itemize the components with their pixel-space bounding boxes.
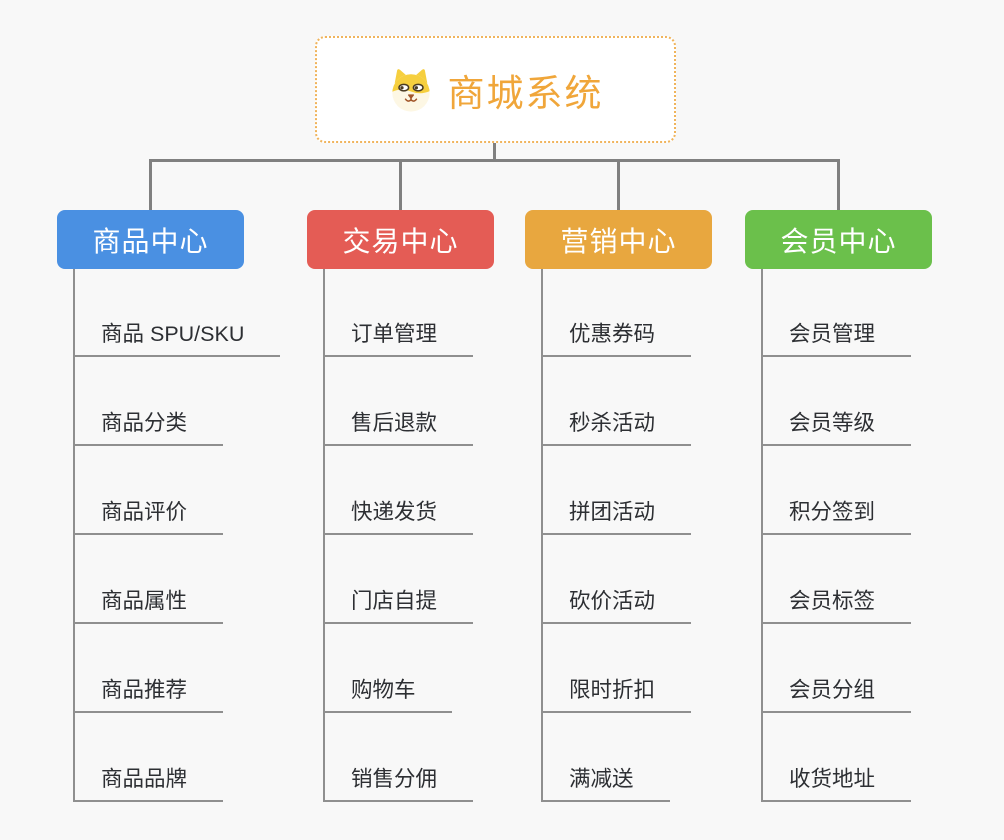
topic-label: 秒杀活动	[569, 411, 656, 435]
root-title: 商城系统	[447, 72, 604, 114]
topic-item[interactable]: 商品 SPU/SKU	[73, 313, 281, 357]
topic-label: 满减送	[569, 767, 634, 791]
topic-label: 订单管理	[351, 322, 438, 346]
topic-label: 会员标签	[789, 589, 876, 613]
branch-product-center: 商品中心 商品 SPU/SKU 商品分类 商品评价 商品属性 商品推荐 商品品牌	[57, 210, 307, 810]
topic-item[interactable]: 会员标签	[761, 580, 912, 624]
topic-label: 商品品牌	[101, 767, 188, 791]
connector-drop-marketing	[617, 159, 620, 212]
topic-item[interactable]: 订单管理	[323, 313, 474, 357]
topic-item[interactable]: 积分签到	[761, 491, 912, 535]
topic-label: 商品分类	[101, 411, 188, 435]
topic-item[interactable]: 销售分佣	[323, 758, 474, 802]
topic-item[interactable]: 满减送	[541, 758, 670, 802]
topic-item[interactable]: 限时折扣	[541, 669, 692, 713]
topic-item[interactable]: 拼团活动	[541, 491, 692, 535]
topic-item[interactable]: 商品属性	[73, 580, 224, 624]
connector-drop-member	[837, 159, 840, 212]
branch-spine-line	[323, 269, 325, 802]
topic-item[interactable]: 会员管理	[761, 313, 912, 357]
topic-label: 收货地址	[789, 767, 876, 791]
connector-drop-product	[149, 159, 152, 212]
topic-item[interactable]: 砍价活动	[541, 580, 692, 624]
root-node[interactable]: 商城系统	[315, 36, 676, 143]
topic-label: 售后退款	[351, 411, 438, 435]
topic-item[interactable]: 商品推荐	[73, 669, 224, 713]
topic-label: 限时折扣	[569, 678, 656, 702]
branch-header-product-center[interactable]: 商品中心	[57, 210, 244, 269]
topic-label: 砍价活动	[569, 589, 656, 613]
dog-face-icon	[388, 67, 434, 113]
branch-marketing-center: 营销中心 优惠券码 秒杀活动 拼团活动 砍价活动 限时折扣 满减送	[525, 210, 775, 810]
topic-item[interactable]: 商品评价	[73, 491, 224, 535]
topic-item[interactable]: 快递发货	[323, 491, 474, 535]
topic-item[interactable]: 购物车	[323, 669, 452, 713]
branch-header-trade-center[interactable]: 交易中心	[307, 210, 494, 269]
topic-item[interactable]: 会员分组	[761, 669, 912, 713]
connector-bus-line	[149, 159, 840, 162]
topic-label: 商品推荐	[101, 678, 188, 702]
branch-header-member-center[interactable]: 会员中心	[745, 210, 932, 269]
topic-label: 购物车	[351, 678, 416, 702]
topic-label: 优惠券码	[569, 322, 656, 346]
topic-label: 商品 SPU/SKU	[101, 322, 245, 346]
topic-item[interactable]: 商品分类	[73, 402, 224, 446]
topic-item[interactable]: 收货地址	[761, 758, 912, 802]
topic-item[interactable]: 会员等级	[761, 402, 912, 446]
branch-member-center: 会员中心 会员管理 会员等级 积分签到 会员标签 会员分组 收货地址	[745, 210, 995, 810]
topic-label: 积分签到	[789, 500, 876, 524]
branch-trade-center: 交易中心 订单管理 售后退款 快递发货 门店自提 购物车 销售分佣	[307, 210, 557, 810]
topic-label: 快递发货	[351, 500, 438, 524]
topic-label: 拼团活动	[569, 500, 656, 524]
topic-item[interactable]: 售后退款	[323, 402, 474, 446]
topic-label: 会员分组	[789, 678, 876, 702]
topic-label: 商品评价	[101, 500, 188, 524]
branch-header-marketing-center[interactable]: 营销中心	[525, 210, 712, 269]
topic-label: 销售分佣	[351, 767, 438, 791]
branch-spine-line	[541, 269, 543, 802]
topic-item[interactable]: 商品品牌	[73, 758, 224, 802]
topic-label: 会员管理	[789, 322, 876, 346]
connector-root-drop	[493, 143, 496, 161]
topic-label: 门店自提	[351, 589, 438, 613]
branch-spine-line	[73, 269, 75, 802]
topic-item[interactable]: 优惠券码	[541, 313, 692, 357]
topic-label: 商品属性	[101, 589, 188, 613]
topic-item[interactable]: 秒杀活动	[541, 402, 692, 446]
topic-item[interactable]: 门店自提	[323, 580, 474, 624]
topic-label: 会员等级	[789, 411, 876, 435]
branch-spine-line	[761, 269, 763, 802]
connector-drop-trade	[399, 159, 402, 212]
